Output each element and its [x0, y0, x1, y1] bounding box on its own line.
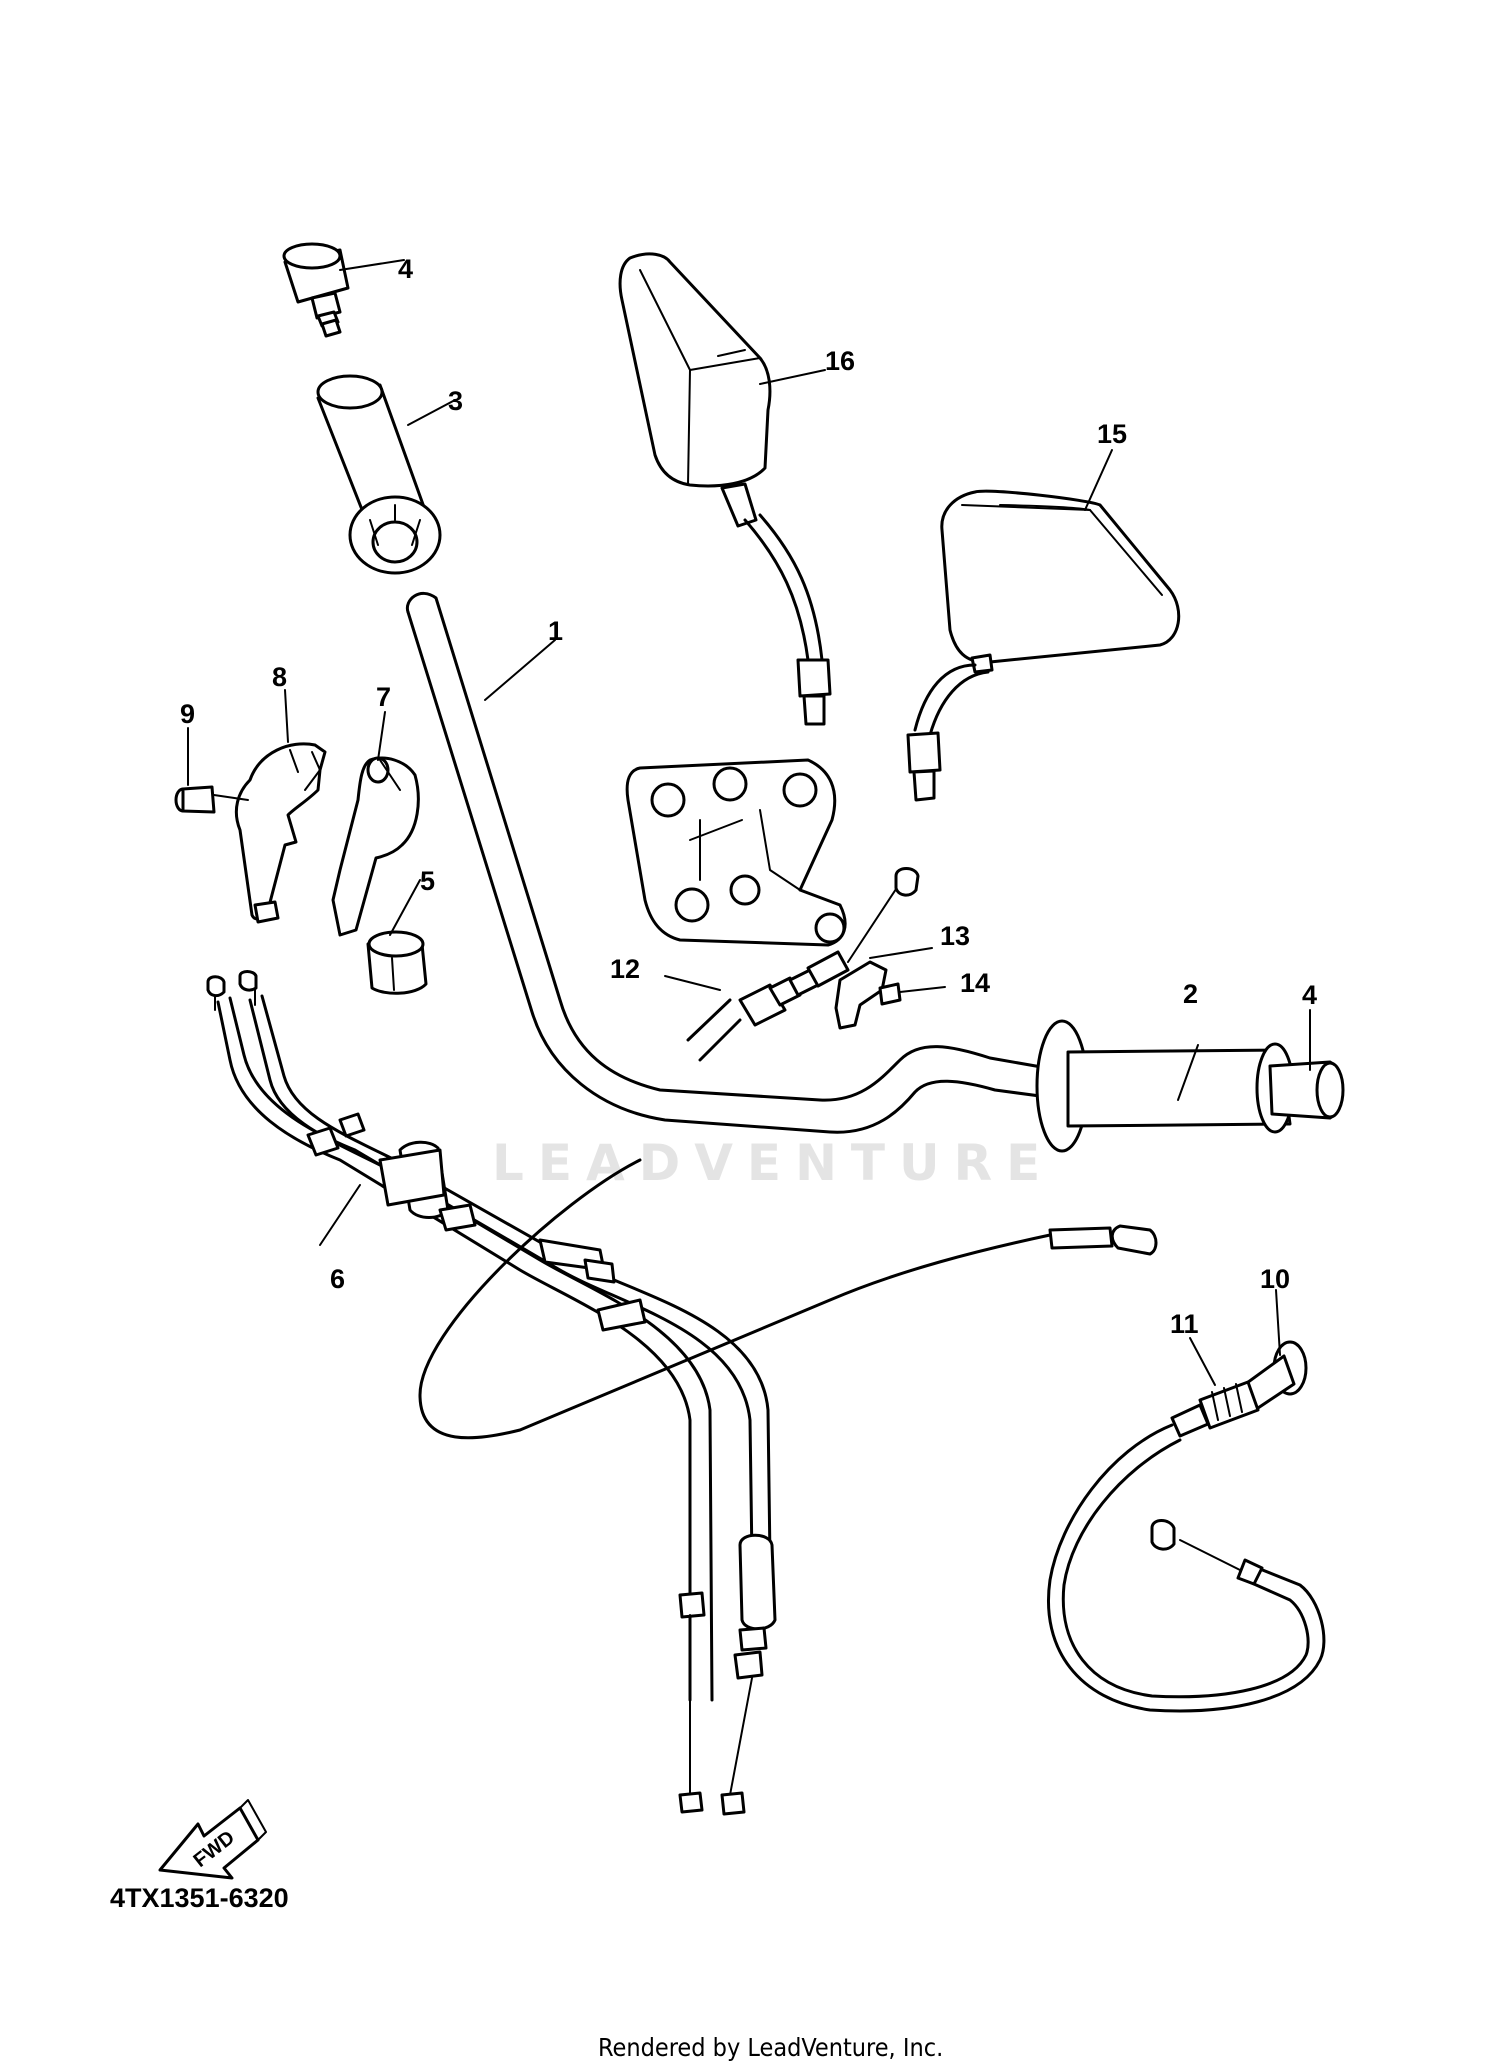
- throttle-cable: [206, 970, 777, 1816]
- grip-end-right: [1268, 1060, 1345, 1120]
- clutch-cable-loop: [418, 1158, 1158, 1440]
- grip-end-left: [282, 242, 350, 338]
- label-part-16: 16: [825, 346, 855, 376]
- handlebar: [405, 591, 1072, 1134]
- choke-cable: [1047, 1380, 1326, 1713]
- label-part-15: 15: [1097, 419, 1127, 449]
- label-part-10: 10: [1260, 1264, 1290, 1294]
- label-part-3: 3: [448, 386, 463, 416]
- collar: [366, 930, 428, 995]
- switch-housing-upper: [234, 742, 327, 924]
- label-part-12: 12: [610, 954, 640, 984]
- cable-adjuster-13: [806, 867, 920, 1030]
- left-grip: [316, 374, 442, 575]
- screw-14: [878, 982, 946, 1006]
- mirror-left: [618, 252, 832, 726]
- label-part-5: 5: [420, 866, 435, 896]
- watermark-text: LEADVENTURE: [492, 1134, 1054, 1192]
- label-part-14: 14: [960, 968, 990, 998]
- label-part-11: 11: [1170, 1309, 1199, 1339]
- leader-lines: [187, 259, 1311, 1386]
- part-number-labels: 4 3 16 15 1 8 7 9 5 13 12 14 2 4 6 10 11: [180, 254, 1317, 1339]
- mirror-right: [906, 489, 1181, 802]
- label-part-1: 1: [548, 616, 563, 646]
- label-part-13: 13: [940, 921, 970, 951]
- label-part-2: 2: [1183, 979, 1198, 1009]
- render-credit: Rendered by LeadVenture, Inc.: [598, 2033, 943, 2062]
- label-part-9: 9: [180, 699, 195, 729]
- forward-direction-arrow: FWD: [158, 1799, 267, 1880]
- label-part-4-right: 4: [1302, 980, 1317, 1010]
- label-part-8: 8: [272, 662, 287, 692]
- label-part-6: 6: [330, 1264, 345, 1294]
- screw-9: [174, 785, 249, 814]
- right-grip: [1035, 1019, 1295, 1153]
- cable-adjuster-12: [686, 968, 820, 1062]
- handlebar-holder: [625, 758, 847, 947]
- label-part-7: 7: [376, 682, 391, 712]
- diagram-code: 4TX1351-6320: [110, 1883, 289, 1913]
- label-part-4-top: 4: [398, 254, 413, 284]
